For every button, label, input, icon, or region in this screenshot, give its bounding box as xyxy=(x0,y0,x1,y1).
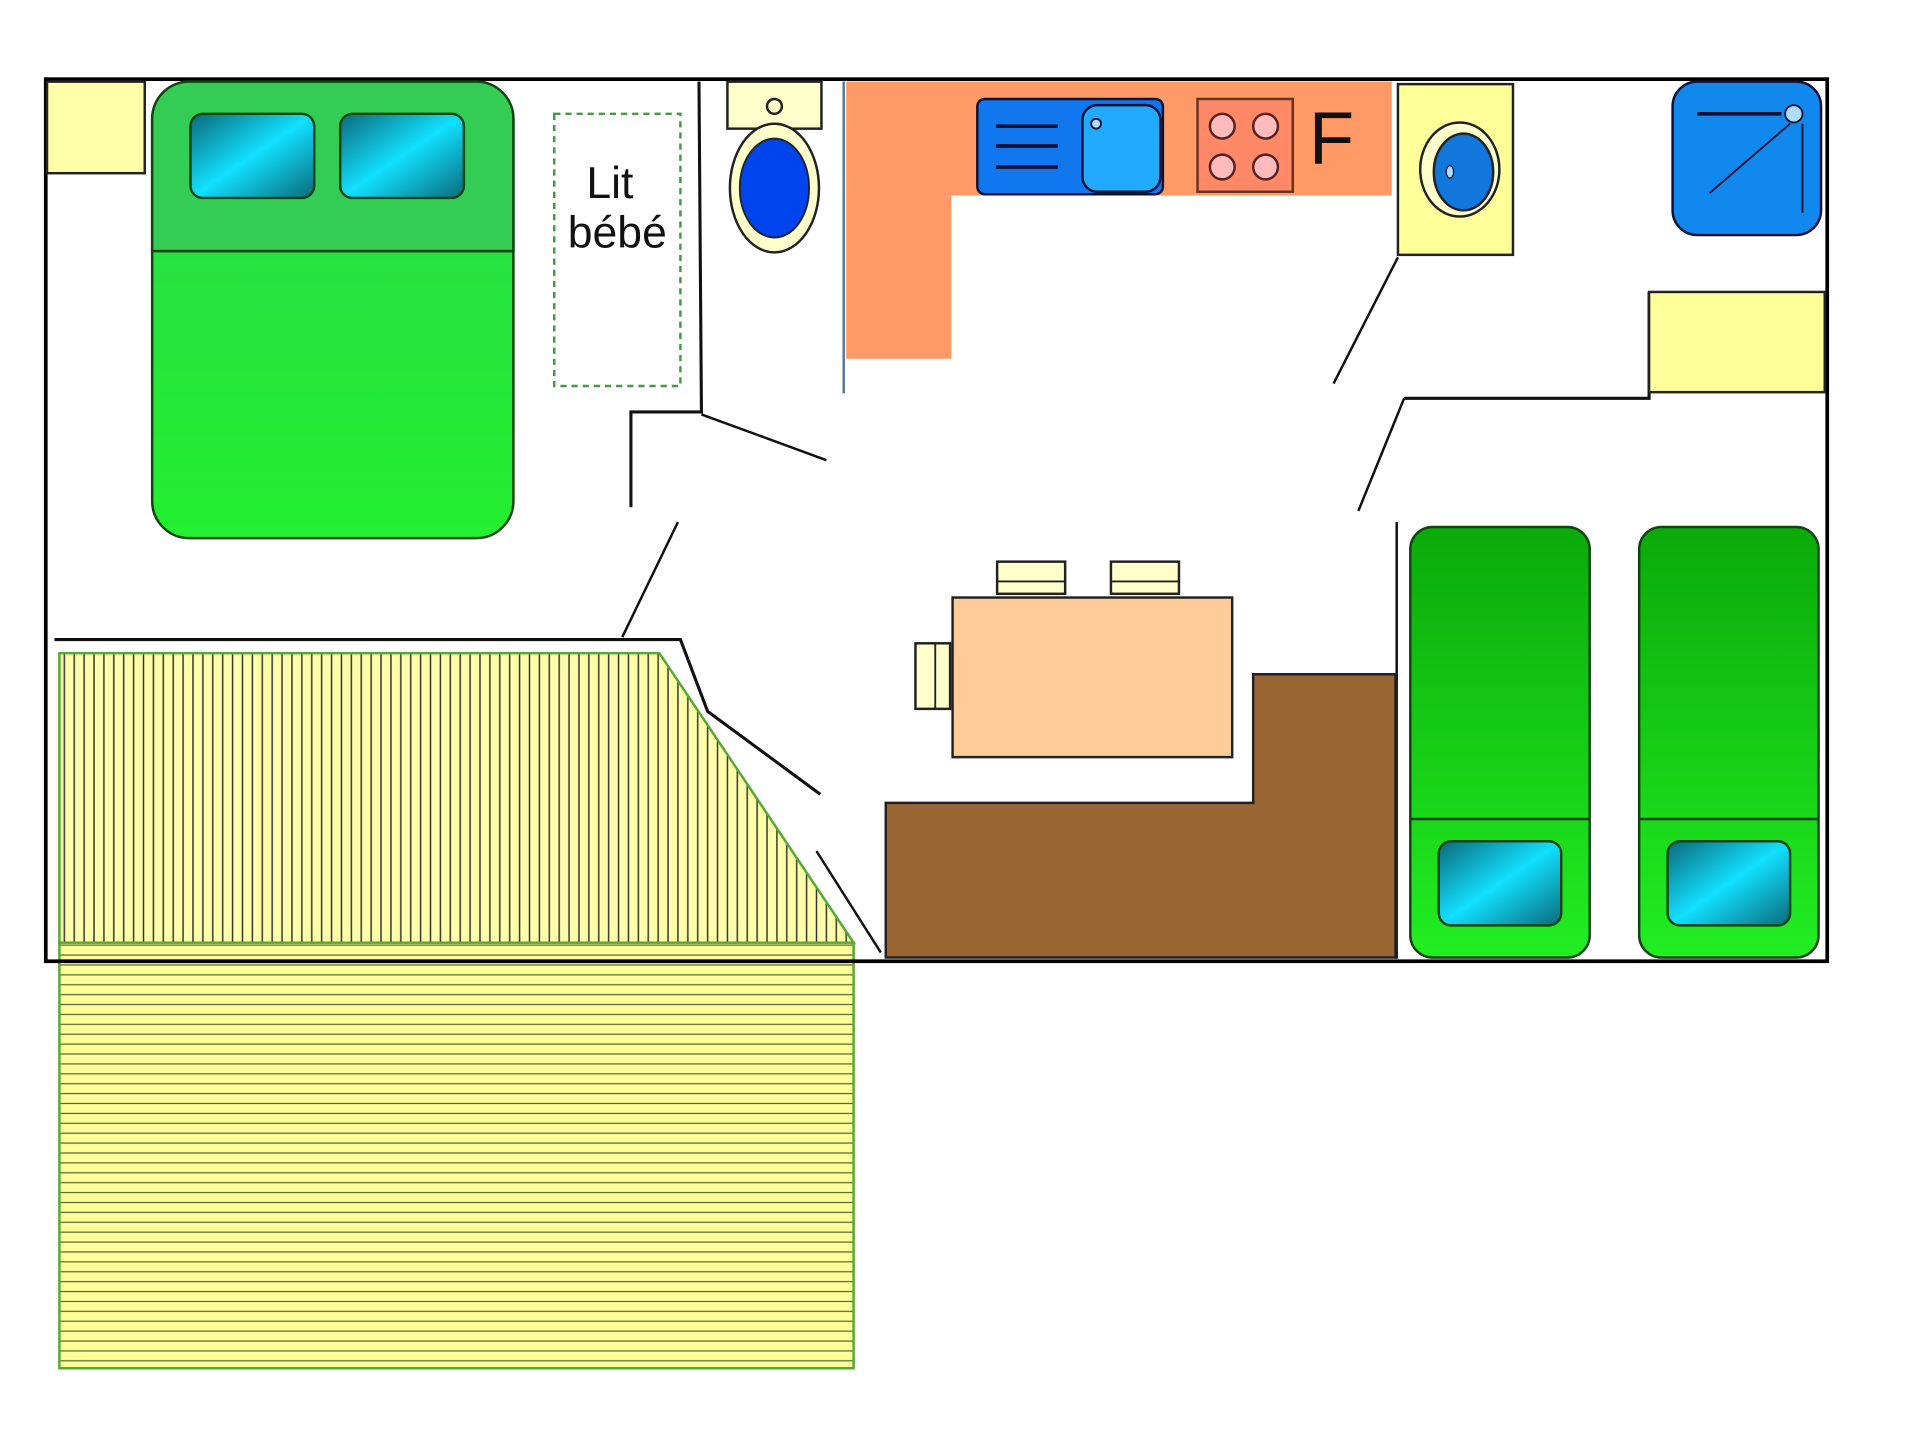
pillow xyxy=(1437,840,1563,927)
crib-label-line2: bébé xyxy=(568,208,667,257)
baby-crib: Lit bébé xyxy=(552,112,682,388)
chair xyxy=(995,560,1067,596)
double-bed xyxy=(150,80,515,540)
terrace-covered-area xyxy=(58,651,856,944)
pillow xyxy=(338,112,466,200)
kitchen-sink xyxy=(976,97,1165,196)
toilet xyxy=(726,80,823,254)
terrace-deck xyxy=(58,941,855,1370)
corner-sofa xyxy=(884,672,1397,959)
washbasin xyxy=(1396,82,1515,257)
crib-label-line1: Lit xyxy=(586,159,634,208)
pillow xyxy=(189,112,316,200)
chair xyxy=(1109,560,1181,596)
cooktop xyxy=(1196,97,1295,193)
wardrobe xyxy=(1647,290,1826,394)
pillow xyxy=(1666,840,1792,927)
chair xyxy=(914,642,952,711)
dining-table xyxy=(914,560,1234,759)
shower xyxy=(1671,80,1823,237)
terrace xyxy=(58,651,856,1370)
single-bed xyxy=(1409,525,1591,959)
outer-wall xyxy=(43,77,1830,964)
single-bed xyxy=(1637,525,1820,959)
bedside-cabinet xyxy=(45,80,146,175)
fridge-label: F xyxy=(1309,96,1354,179)
